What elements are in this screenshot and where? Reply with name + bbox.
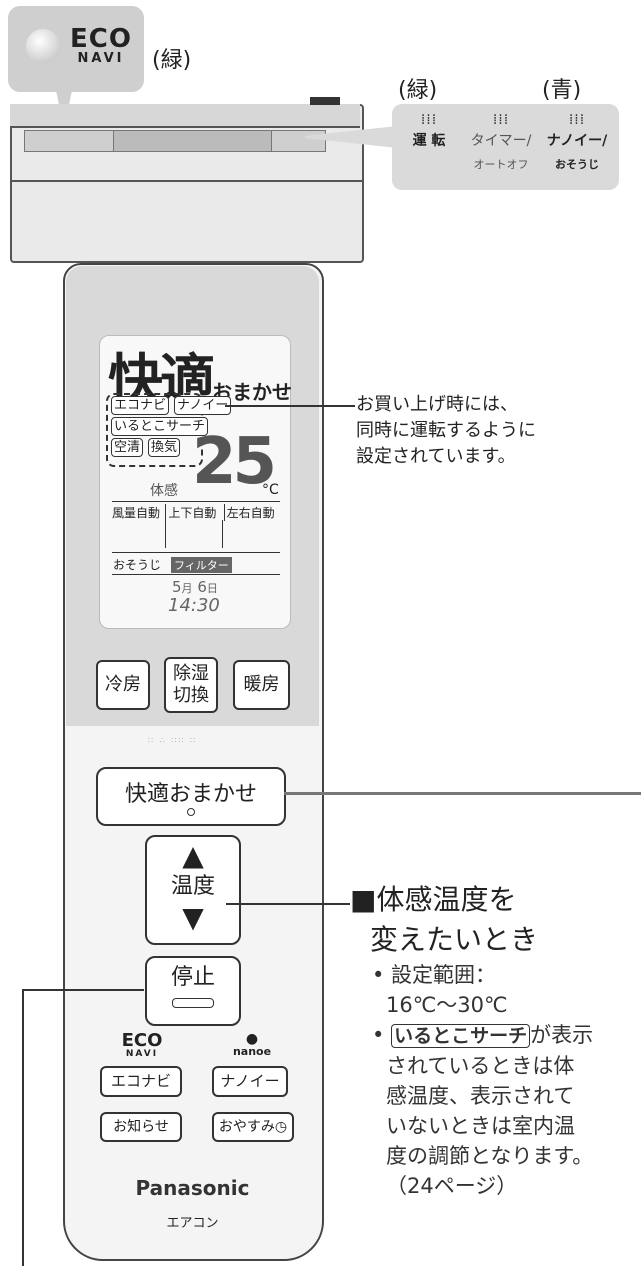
stop-button[interactable]: 停止 [145,956,241,1026]
lcd-cleaning: おそうじ [113,558,162,572]
dehumid-button[interactable]: 除湿 切換 [164,657,218,713]
sleep-label: おやすみ [218,1119,275,1135]
lcd-tag-air-clean: 空清 [111,438,144,457]
temperature-leader [226,903,350,905]
econavi-logo: ECO NAVI [70,24,132,66]
notice-button[interactable]: お知らせ [100,1112,182,1142]
lcd-divider [112,501,280,502]
lamp-nanoe: ⁞⁞⁞ ナノイー/ おそうじ [542,112,612,172]
lcd-filter: フィルター [171,557,232,573]
lamp-nanoe-sub: おそうじ [555,158,599,171]
indoor-unit-top [10,104,360,128]
temp-label: 温度 [170,874,215,899]
econavi-small-logo: ECO NAVI [121,1030,163,1059]
lcd-tag-ventilation: 換気 [148,438,181,457]
lcd-tag-search: いるとこサーチ [111,417,209,436]
stop-indicator-icon [172,998,214,1008]
braille-dots: ∷ ∴ ∷∷ ∷ [148,736,198,745]
lamp-timer-sub: オートオフ [473,158,529,171]
nanoe-button[interactable]: ナノイー [212,1066,288,1097]
lcd-auto-divider [165,520,166,548]
lamp-callout: ⁞⁞⁞ 運 転 ⁞⁞⁞ タイマー/ オートオフ ⁞⁞⁞ ナノイー/ おそうじ [392,104,619,190]
clock-icon: ◷ [274,1119,288,1135]
indoor-unit-seam [10,180,362,182]
purchase-note: お買い上げ時には、 同時に運転するように 設定されています。 [356,394,536,467]
lcd-auto-row: 風量自動 上下自動 左右自動 [112,504,282,521]
comfort-leader [284,792,641,795]
nanoe-logo: ● nanoe [222,1032,282,1057]
econavi-lamp-icon [26,29,60,63]
lamp-run-label: 運 転 [412,133,446,149]
dehumid-label-1: 除湿 [173,663,209,684]
lamp-timer-label: タイマー/ [470,133,532,149]
brand-logo: Panasonic [135,1176,250,1200]
comfort-indicator-icon [187,808,195,816]
econavi-button[interactable]: エコナビ [100,1066,182,1097]
lcd-auto-vertical: 上下自動 [165,504,223,521]
indoor-unit-tab [310,97,340,105]
lcd-feel-label: 体感 [150,483,178,499]
lcd-divider [112,552,280,553]
temp-up-icon[interactable]: ▲ [182,839,204,872]
cool-button[interactable]: 冷房 [96,660,150,710]
lcd-clock: 14:30 [168,595,220,616]
product-name: エアコン [166,1216,219,1231]
remote-lcd [99,335,291,629]
purchase-note-leader [225,405,355,407]
lcd-auto-divider [222,520,223,548]
lcd-temperature: 25 [192,425,277,499]
temp-heading: ■体感温度を 変えたいとき [350,883,539,956]
lamp-nanoe-label: ナノイー/ [546,133,608,149]
lamp-timer: ⁞⁞⁞ タイマー/ オートオフ [466,112,536,172]
temp-down-icon[interactable]: ▼ [182,901,204,934]
run-lamp-color-label: (緑) [398,78,438,103]
lcd-divider [112,574,280,575]
lcd-unit: °C [262,482,279,498]
lamp-dots-icon: ⁞⁞⁞ [420,112,438,128]
lcd-tag-nanoe: ナノイー [174,396,232,415]
lcd-auto-horizontal: 左右自動 [223,504,282,521]
lamp-run: ⁞⁞⁞ 運 転 [394,112,464,150]
heat-button[interactable]: 暖房 [233,660,290,710]
sleep-button[interactable]: おやすみ◷ [212,1112,294,1142]
econavi-color-label: (緑) [152,48,192,73]
nanoe-icon: ● [245,1031,259,1047]
dehumid-label-2: 切換 [173,685,209,706]
indoor-unit-display-window [113,130,272,152]
lcd-tag-econavi: エコナビ [111,396,170,415]
lcd-date: 5月 6日 [172,578,218,596]
comfort-button[interactable]: 快適おまかせ [96,767,286,826]
temperature-button[interactable]: ▲ 温度 ▼ [145,835,241,945]
stop-label: 停止 [170,965,215,990]
search-tag: いるとこサーチ [391,1024,531,1048]
temp-range: • 設定範囲： 16℃〜30℃ • いるとこサーチが表示 されているときは体 感… [372,963,594,1198]
lamp-dots-icon: ⁞⁞⁞ [492,112,510,128]
lcd-auto-fan: 風量自動 [112,506,161,520]
stop-leader-vertical [22,989,24,1266]
nanoe-lamp-color-label: (青) [542,78,582,103]
stop-leader-horizontal [22,989,144,991]
lamp-dots-icon: ⁞⁞⁞ [568,112,586,128]
